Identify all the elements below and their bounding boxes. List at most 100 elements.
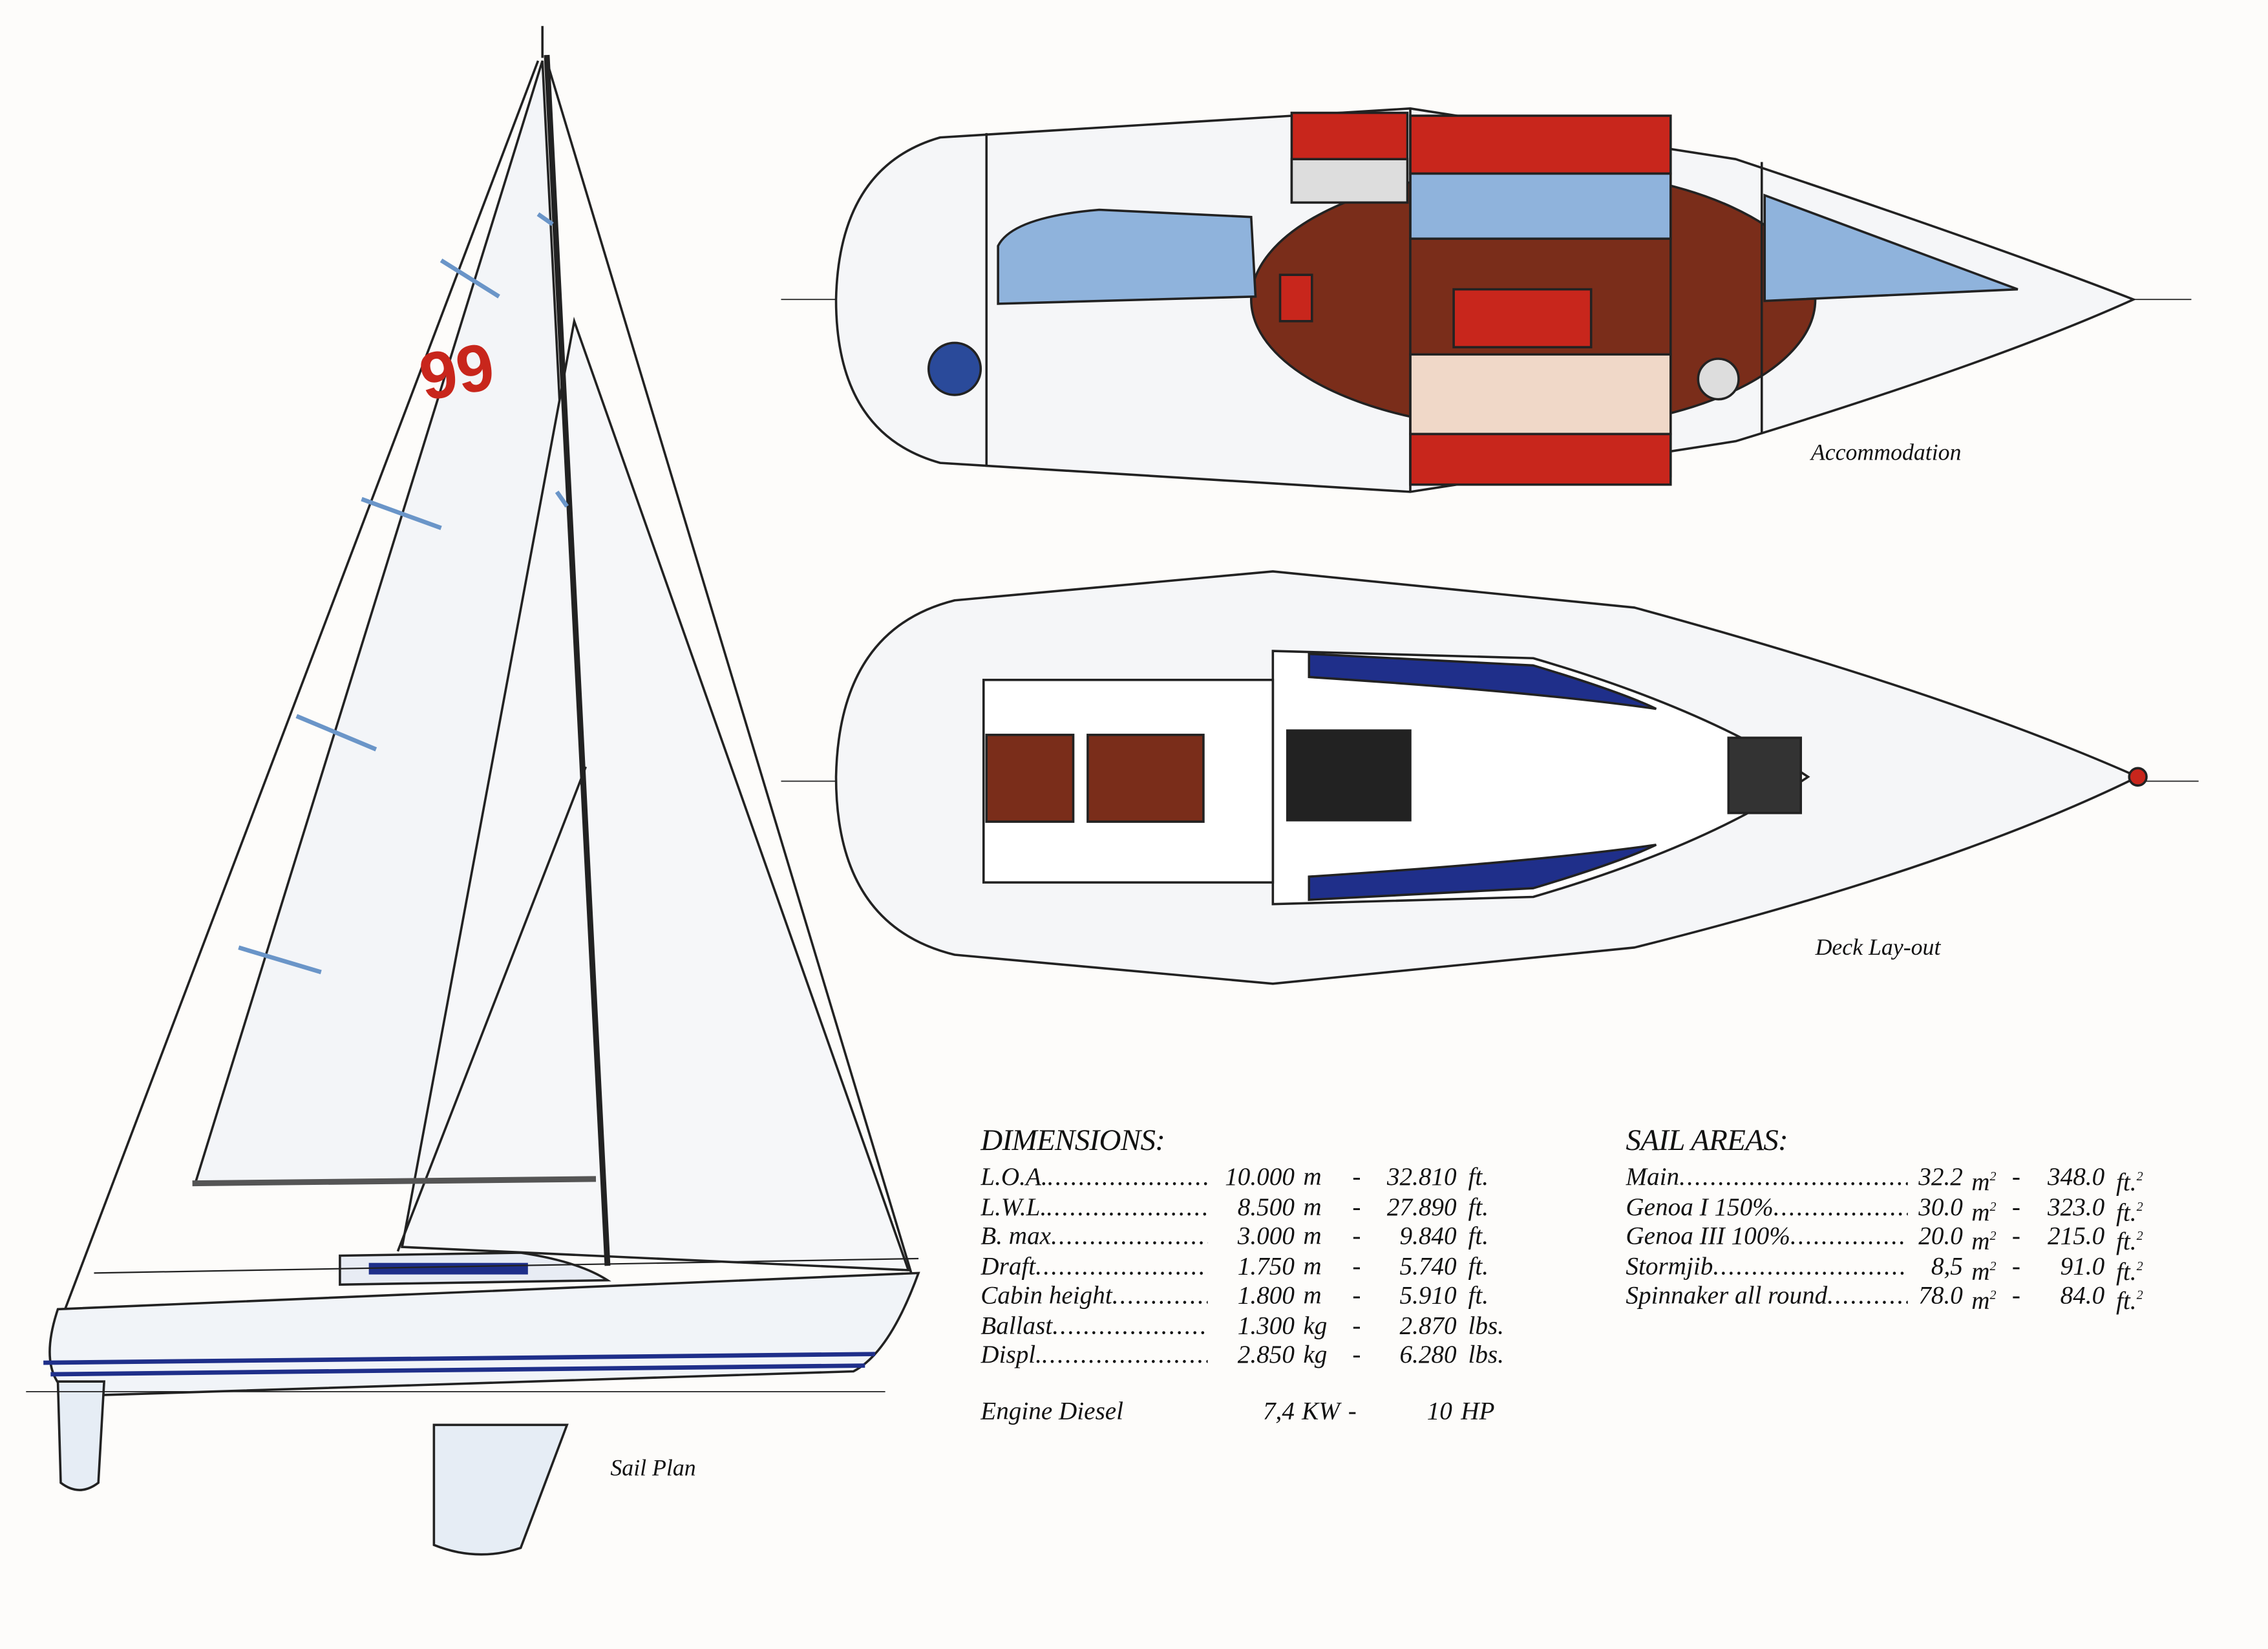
superscript: 2	[1989, 1257, 1997, 1273]
engine-hp: 10	[1426, 1395, 1452, 1425]
starboard-window	[1308, 844, 1657, 901]
imperial-unit: ft.2	[2104, 1251, 2143, 1285]
spec-label: L.W.L.	[980, 1191, 1207, 1221]
metric-value: 2.850	[1237, 1339, 1295, 1369]
saloon-berth-starboard	[1409, 432, 1672, 486]
spec-row: Main32.2m2-348.0ft.2	[1626, 1162, 2143, 1197]
accommodation-caption: Accommodation	[1810, 440, 1962, 465]
separator: -	[1352, 1162, 1361, 1191]
metric-unit: m	[1295, 1221, 1353, 1251]
cockpit-teak-starboard	[1086, 734, 1205, 823]
imperial-unit-text: ft.	[2116, 1197, 2137, 1226]
metric-unit: m2	[1963, 1191, 2012, 1226]
metric-unit: kg	[1295, 1339, 1353, 1369]
metric-unit-text: m	[1971, 1286, 1990, 1315]
imperial-unit: ft.2	[2104, 1221, 2143, 1255]
imperial-unit: ft.2	[2104, 1162, 2143, 1197]
imperial-unit-text: ft.	[2116, 1226, 2137, 1256]
imperial-unit: ft.2	[2104, 1191, 2143, 1226]
spec-label-text: B. max	[980, 1220, 1052, 1250]
separator: -	[2011, 1162, 2020, 1191]
imperial-unit-text: ft.	[1468, 1162, 1489, 1191]
separator: -	[2011, 1250, 2020, 1280]
superscript: 2	[2136, 1198, 2143, 1213]
superscript: 2	[1989, 1169, 1997, 1184]
backstay	[64, 60, 540, 1310]
superscript: 2	[1989, 1198, 1997, 1213]
metric-unit-text: m	[1971, 1226, 1990, 1256]
engine-cover	[927, 341, 982, 396]
shroud	[396, 766, 588, 1252]
spec-label: Cabin height	[980, 1281, 1207, 1310]
metric-unit-text: m	[1303, 1162, 1322, 1191]
metric-value: 10.000	[1225, 1162, 1295, 1191]
imperial-value: 84.0	[2060, 1280, 2105, 1310]
spec-label: Main	[1626, 1162, 1907, 1191]
imperial-unit-text: lbs.	[1468, 1339, 1504, 1369]
companionway	[1286, 729, 1412, 822]
metric-unit-text: m	[1303, 1220, 1322, 1250]
engine-label: Engine Diesel	[980, 1395, 1124, 1425]
metric-value: 1.750	[1237, 1250, 1295, 1280]
superscript: 2	[2136, 1228, 2143, 1243]
separator: -	[1352, 1220, 1361, 1250]
engine-hp-unit: HP	[1461, 1395, 1495, 1425]
spec-row: Genoa I 150%30.0m2-323.0ft.2	[1626, 1191, 2143, 1226]
metric-value: 1.800	[1237, 1280, 1295, 1310]
metric-unit-text: m	[1303, 1191, 1322, 1220]
genoa	[401, 316, 910, 1271]
imperial-value: 348.0	[2048, 1162, 2105, 1191]
saloon-settee-starboard	[1409, 353, 1672, 436]
metric-unit: m2	[1963, 1281, 2012, 1315]
metric-unit-text: m	[1303, 1280, 1322, 1310]
spec-label-text: Draft	[980, 1250, 1036, 1280]
metric-unit: m2	[1963, 1162, 2012, 1197]
dot-leader	[1827, 1281, 1908, 1310]
separator: -	[1352, 1339, 1361, 1369]
imperial-unit-text: ft.	[1468, 1280, 1489, 1310]
imperial-value: 2.870	[1399, 1310, 1457, 1339]
battens	[238, 212, 569, 975]
spec-label-text: Cabin height	[980, 1280, 1112, 1310]
forestay	[546, 60, 913, 1273]
spec-label-text: Ballast	[980, 1310, 1053, 1339]
mast	[544, 54, 611, 1266]
cabin-window	[368, 1262, 528, 1275]
imperial-unit-text: ft.	[2116, 1167, 2137, 1197]
metric-unit-text: kg	[1303, 1310, 1328, 1339]
dimensions-title: DIMENSIONS:	[980, 1122, 1165, 1158]
separator: -	[2011, 1220, 2020, 1250]
spec-label-text: Main	[1626, 1162, 1680, 1191]
bow-light	[2128, 767, 2148, 787]
imperial-value: 5.910	[1399, 1280, 1457, 1310]
engine-row: Engine Diesel 7,4 KW - 10 HP	[980, 1395, 1504, 1425]
spec-label: Spinnaker all round	[1626, 1281, 1907, 1310]
imperial-unit: ft.2	[2104, 1281, 2143, 1315]
imperial-unit: ft.	[1457, 1281, 1489, 1310]
boom	[192, 1176, 597, 1187]
metric-value: 30.0	[1918, 1191, 1963, 1220]
separator: -	[1352, 1191, 1361, 1220]
sail-number: 99	[414, 328, 500, 414]
dot-leader	[1790, 1221, 1908, 1251]
imperial-value: 6.280	[1399, 1339, 1457, 1369]
spec-label-text: Genoa I 150%	[1626, 1191, 1774, 1220]
deck-caption: Deck Lay-out	[1815, 934, 1942, 960]
imperial-unit-text: ft.	[1468, 1191, 1489, 1220]
sail-plan-drawing	[26, 26, 920, 1556]
imperial-value: 5.740	[1399, 1250, 1457, 1280]
spec-label: L.O.A.	[980, 1162, 1207, 1191]
metric-unit: m	[1295, 1191, 1353, 1221]
spec-row: Genoa III 100%20.0m2-215.0ft.2	[1626, 1220, 2143, 1255]
metric-value: 1.300	[1237, 1310, 1295, 1339]
spec-label-text: Displ.	[980, 1339, 1042, 1369]
dot-leader	[1042, 1339, 1208, 1369]
separator: -	[1352, 1280, 1361, 1310]
superscript: 2	[1989, 1228, 1997, 1243]
spec-label: Ballast	[980, 1310, 1207, 1339]
